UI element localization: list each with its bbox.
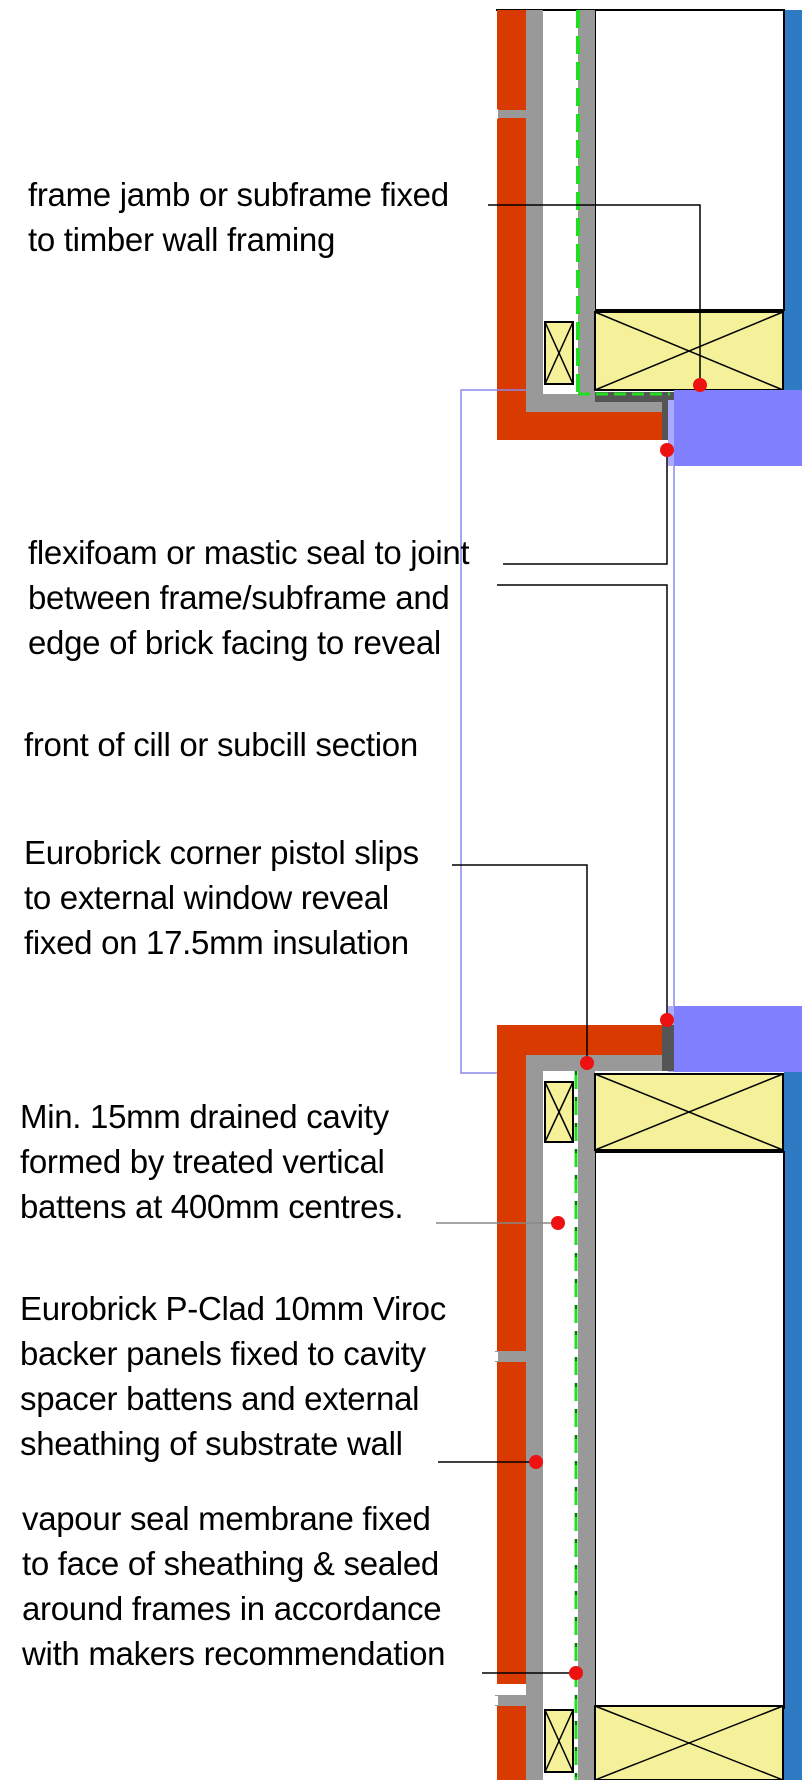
inner-lining-upper [784, 10, 802, 390]
marker-p-clad [529, 1455, 543, 1469]
window-frame-upper [674, 390, 802, 466]
note-line: flexifoam or mastic seal to joint [28, 534, 470, 571]
brick-slips-upper [494, 10, 662, 440]
note-line: battens at 400mm centres. [20, 1188, 404, 1225]
cavity-batten-lower-bottom [544, 1709, 574, 1773]
inner-lining-lower [784, 1072, 802, 1780]
note-p-clad-panels: Eurobrick P-Clad 10mm Viroc backer panel… [20, 1286, 446, 1466]
note-line: backer panels fixed to cavity [20, 1335, 426, 1372]
note-line: Eurobrick P-Clad 10mm Viroc [20, 1290, 446, 1327]
marker-drained-cavity [551, 1216, 565, 1230]
note-flexifoam-seal: flexifoam or mastic seal to joint betwee… [28, 530, 470, 665]
timber-head-upper [594, 311, 784, 391]
timber-base-lower [594, 1705, 784, 1780]
window-frame-lower [674, 1006, 802, 1072]
p-clad-panels-upper [526, 10, 674, 440]
cavity-batten-lower-top [544, 1081, 574, 1143]
note-pistol-slips: Eurobrick corner pistol slips to externa… [24, 830, 419, 965]
note-line: between frame/subframe and [28, 579, 450, 616]
marker-pistol-slips [580, 1056, 594, 1070]
note-line: Eurobrick corner pistol slips [24, 834, 419, 871]
note-line: to external window reveal [24, 879, 389, 916]
leader-lines [436, 204, 701, 1674]
note-cill-front: front of cill or subcill section [24, 722, 418, 767]
window-opening-outline [460, 389, 675, 1074]
note-line: spacer battens and external [20, 1380, 420, 1417]
leader-flexifoam [503, 450, 668, 565]
timber-cill-lower [594, 1073, 784, 1151]
note-line: sheathing of substrate wall [20, 1425, 403, 1462]
note-frame-jamb: frame jamb or subframe fixed to timber w… [28, 172, 449, 262]
marker-frame-jamb [693, 378, 707, 392]
brick-slips-lower [494, 1025, 662, 1780]
leader-cill-front [497, 584, 668, 1020]
marker-vapour-seal [569, 1666, 583, 1680]
note-vapour-seal: vapour seal membrane fixed to face of sh… [22, 1496, 446, 1676]
note-line: Min. 15mm drained cavity [20, 1098, 389, 1135]
note-line: fixed on 17.5mm insulation [24, 924, 409, 961]
note-line: with makers recommendation [22, 1635, 446, 1672]
note-line: formed by treated vertical [20, 1143, 385, 1180]
note-line: to face of sheathing & sealed [22, 1545, 439, 1582]
p-clad-panels-lower [526, 1025, 674, 1780]
note-line: around frames in accordance [22, 1590, 442, 1627]
stud-frame-lower [594, 1151, 785, 1709]
marker-flexifoam [660, 443, 674, 457]
note-line: edge of brick facing to reveal [28, 624, 441, 661]
callout-markers [529, 378, 707, 1680]
note-line: to timber wall framing [28, 221, 335, 258]
stud-frame-upper [496, 9, 785, 311]
note-line: frame jamb or subframe fixed [28, 176, 449, 213]
leader-pistol-slips [452, 864, 588, 1062]
note-drained-cavity: Min. 15mm drained cavity formed by treat… [20, 1094, 404, 1229]
note-line: vapour seal membrane fixed [22, 1500, 431, 1537]
cavity-batten-upper [544, 321, 574, 385]
note-line: front of cill or subcill section [24, 726, 418, 763]
marker-cill-front [660, 1013, 674, 1027]
leader-frame-jamb [488, 204, 701, 384]
